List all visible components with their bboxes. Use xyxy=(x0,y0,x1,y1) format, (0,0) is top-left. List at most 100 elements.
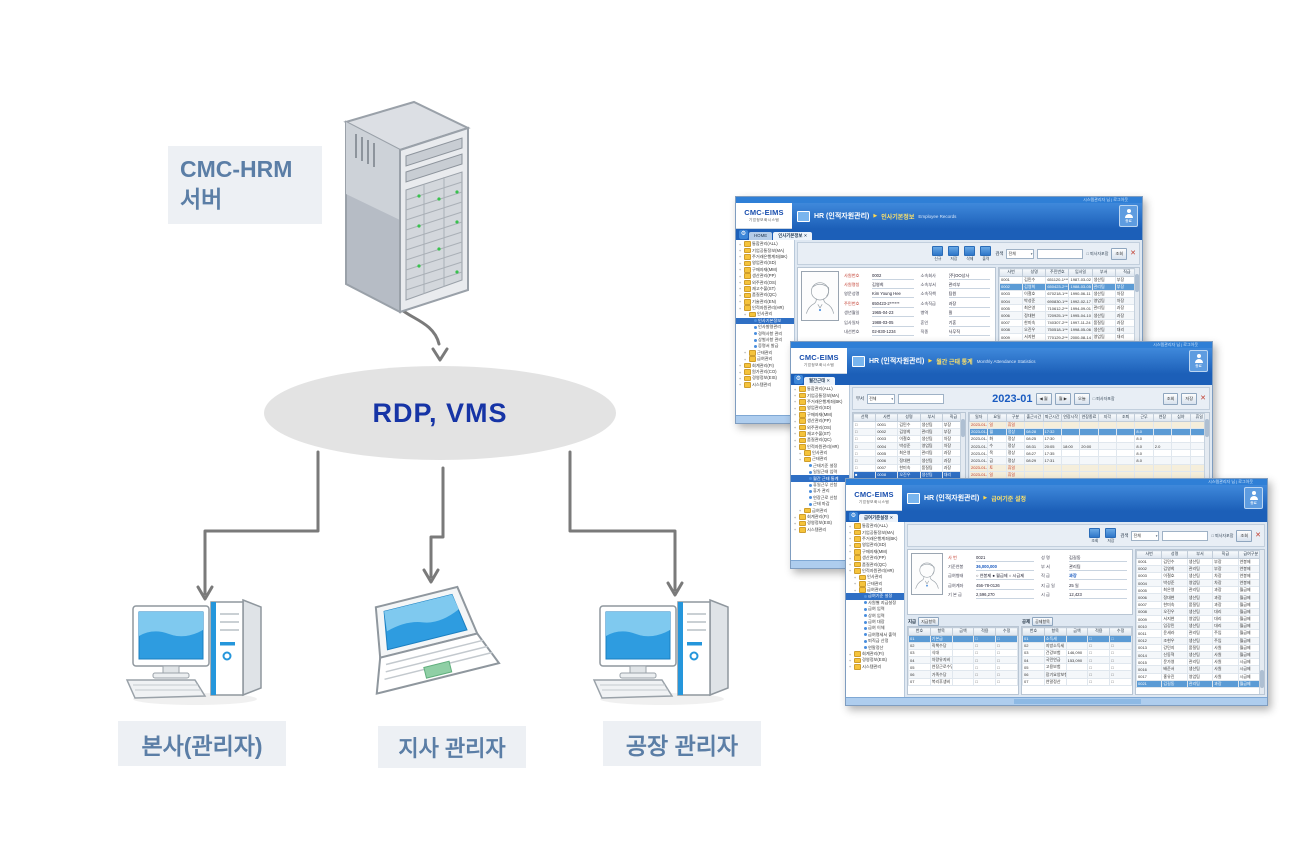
tree-item[interactable]: +기술관리(EN) xyxy=(738,298,777,305)
employee-filter-input[interactable] xyxy=(898,393,945,404)
form-field-value[interactable]: 2,596,270 xyxy=(976,591,1034,600)
form-field-value[interactable]: ○ 연봉제 ● 월급제 ○ 시급제 xyxy=(976,572,1034,581)
gear-icon[interactable]: ⚙ xyxy=(794,375,803,384)
tree-item[interactable]: 급여 대장 xyxy=(846,619,904,625)
form-field-value[interactable]: 김영희 xyxy=(872,281,914,290)
document-tab[interactable]: HOME xyxy=(749,232,773,240)
tree-item[interactable]: 근태 마감 xyxy=(791,501,849,507)
save-button[interactable]: 저장 xyxy=(1181,392,1198,405)
tree-item[interactable]: +근태관리 xyxy=(798,456,828,463)
search-input[interactable] xyxy=(1162,530,1209,541)
tree-item[interactable]: +생산관리(PP) xyxy=(793,418,831,424)
dept-select[interactable]: 전체▾ xyxy=(867,393,896,404)
tree-item[interactable]: +근태관리 xyxy=(853,580,883,587)
tree-item[interactable]: 퇴직금 산정 xyxy=(846,638,904,644)
tree-item[interactable]: 일일근태 입력 xyxy=(791,469,849,475)
tree-item[interactable]: +기업공통정보(MA) xyxy=(848,529,895,536)
search-button[interactable]: 조회 xyxy=(1236,529,1253,542)
tree-item[interactable]: +인적자원관리(HR) xyxy=(848,567,894,574)
tree-item[interactable]: +구매자재(MM) xyxy=(793,411,833,418)
tree-item[interactable]: 급여명세서 출력 xyxy=(846,632,904,638)
close-icon[interactable]: ✕ xyxy=(1255,532,1261,539)
query-button[interactable]: 조회 xyxy=(1162,392,1179,405)
table-row[interactable]: 2023-01-07토휴일 xyxy=(969,463,1209,472)
include-retired-checkbox[interactable]: □ 퇴사자포함 xyxy=(1086,250,1109,256)
form-field-value[interactable]: 25 일 xyxy=(1069,582,1127,590)
tree-item[interactable]: 경력사항 관리 xyxy=(736,330,794,336)
tree-item[interactable]: 월간 근태 통계 xyxy=(791,475,849,482)
form-field-value[interactable]: 관리팀 xyxy=(1069,563,1127,572)
form-field-value[interactable]: 456-78-0126 xyxy=(976,582,1034,590)
tree-item[interactable]: 연말정산 xyxy=(846,644,904,650)
include-retired-checkbox[interactable]: □ 퇴사자포함 xyxy=(1211,532,1234,538)
tree-item[interactable]: +통합관리(ALL) xyxy=(738,241,778,247)
tree-item[interactable]: +경영정보(EIS) xyxy=(738,375,777,382)
close-icon[interactable]: ✕ xyxy=(1130,250,1136,257)
tree-item[interactable]: 증명서 발급 xyxy=(736,343,794,349)
tree-item[interactable]: +재고수불(ST) xyxy=(793,430,831,437)
form-field-value[interactable]: 0002 xyxy=(872,272,914,280)
form-field-value[interactable]: 과장 xyxy=(948,300,990,308)
tree-item[interactable]: +근태관리 xyxy=(743,349,773,356)
toolbar-button-삭제[interactable]: 삭제 xyxy=(963,245,976,262)
tree-item[interactable]: +품질관리(QC) xyxy=(793,437,832,444)
tree-item[interactable]: 근태기준 설정 xyxy=(791,463,849,469)
tree-item[interactable]: +인적자원관리(HR) xyxy=(793,443,839,450)
table-row[interactable]: 2023-01-01일휴일 xyxy=(969,420,1209,429)
form-field-value[interactable]: 36,000,000 xyxy=(976,563,1034,572)
tree-item[interactable]: 휴일근무 신청 xyxy=(791,482,849,488)
search-scope-select[interactable]: 전체▾ xyxy=(1006,248,1035,259)
form-field-value[interactable]: 과장 xyxy=(1069,572,1127,581)
form-field-value[interactable]: 팀원 xyxy=(948,290,990,299)
form-field-value[interactable]: 기혼 xyxy=(948,319,990,327)
form-field-value[interactable]: 필 xyxy=(948,309,990,318)
tree-item[interactable]: +영업관리(SD) xyxy=(793,405,832,412)
form-field-value[interactable]: 650423-2****** xyxy=(872,300,914,308)
document-tab[interactable]: 급여기준설정 ✕ xyxy=(859,514,899,522)
tree-item[interactable]: +품질관리(QC) xyxy=(738,292,777,299)
tree-item[interactable]: +통합관리(ALL) xyxy=(848,523,888,529)
tree-item[interactable]: +시스템관리 xyxy=(738,381,772,388)
scrollbar[interactable] xyxy=(1259,550,1264,694)
search-button[interactable]: 조회 xyxy=(1111,247,1128,260)
form-field-value[interactable]: Kim Young Hee xyxy=(872,290,914,299)
form-field-value[interactable]: (주)OO상사 xyxy=(948,272,990,280)
tree-item[interactable]: 연장근로 신청 xyxy=(791,495,849,501)
form-field-value[interactable]: 1988-03-05 xyxy=(872,319,914,327)
form-field-value[interactable]: 02-830-1234 xyxy=(872,328,914,337)
